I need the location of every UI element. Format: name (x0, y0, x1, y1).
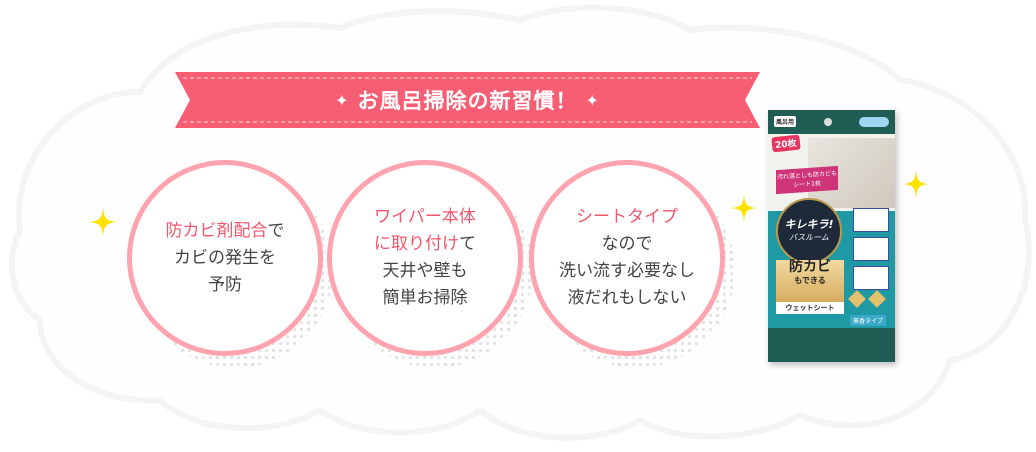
scent-label: 無香タイプ (850, 315, 887, 326)
feature-line: なので (601, 234, 653, 254)
feature-line: ワイパー本体 (374, 207, 476, 227)
feature-line: 簡単お掃除 (382, 288, 468, 308)
ribbon-title: ✦ お風呂掃除の新習慣！ ✦ (175, 72, 760, 128)
feature-line: に取り付けて (374, 234, 476, 254)
sparkle-icon (731, 194, 757, 222)
product-type-label: ウェットシート (776, 302, 844, 314)
feature-line: 防カビ剤配合で (165, 220, 285, 241)
usage-icon (853, 266, 889, 290)
claim-badges (848, 290, 888, 310)
feature-line: カビの発生を (174, 247, 276, 268)
title-ribbon: ✦ お風呂掃除の新習慣！ ✦ (175, 72, 760, 128)
package-top-band: 風呂用 (768, 110, 895, 134)
sparkle-icon: ✦ (585, 90, 600, 110)
feature-card-antimold: 防カビ剤配合で カビの発生を 予防 (127, 160, 333, 368)
feature-circle: シートタイプ なので 洗い流す必要なし 液だれもしない (529, 160, 725, 356)
ribbon-shape (175, 72, 760, 128)
sparkle-icon: ✦ (335, 90, 350, 110)
sheet-count-badge: 20枚 (771, 134, 801, 153)
feature-card-sheet: シートタイプ なので 洗い流す必要なし 液だれもしない (529, 160, 735, 368)
feature-line: 液だれもしない (567, 288, 687, 308)
hanger-hole (824, 118, 832, 126)
feature-circle: 防カビ剤配合で カビの発生を 予防 (127, 160, 323, 356)
sparkle-icon (89, 207, 117, 237)
package-bottom-band (768, 328, 895, 362)
feature-card-wiper: ワイパー本体 に取り付けて 天井や壁も 簡単お掃除 (327, 160, 533, 368)
usage-icon (853, 237, 889, 261)
feature-line: 天井や壁も (382, 261, 468, 281)
brand-emblem: キレキラ! バスルーム (776, 198, 842, 264)
feature-line: 洗い流す必要なし (559, 261, 695, 281)
package-use-label: 風呂用 (774, 116, 797, 127)
brand-logo-icon (859, 117, 889, 127)
package-tagline: 汚れ落としも防カビも シート1枚 (776, 165, 838, 195)
feature-line: シートタイプ (576, 207, 678, 227)
feature-line: 予防 (208, 274, 242, 295)
usage-icon (853, 208, 889, 232)
usage-icons (853, 208, 889, 295)
product-package-image: 風呂用 20枚 汚れ落としも防カビも シート1枚 キレキラ! バスルーム 防カビ… (768, 110, 895, 362)
feature-panel: 防カビ もできる (776, 260, 844, 302)
sparkle-icon (903, 170, 929, 198)
feature-circle: ワイパー本体 に取り付けて 天井や壁も 簡単お掃除 (327, 160, 523, 356)
page-title: お風呂掃除の新習慣！ (357, 89, 578, 113)
